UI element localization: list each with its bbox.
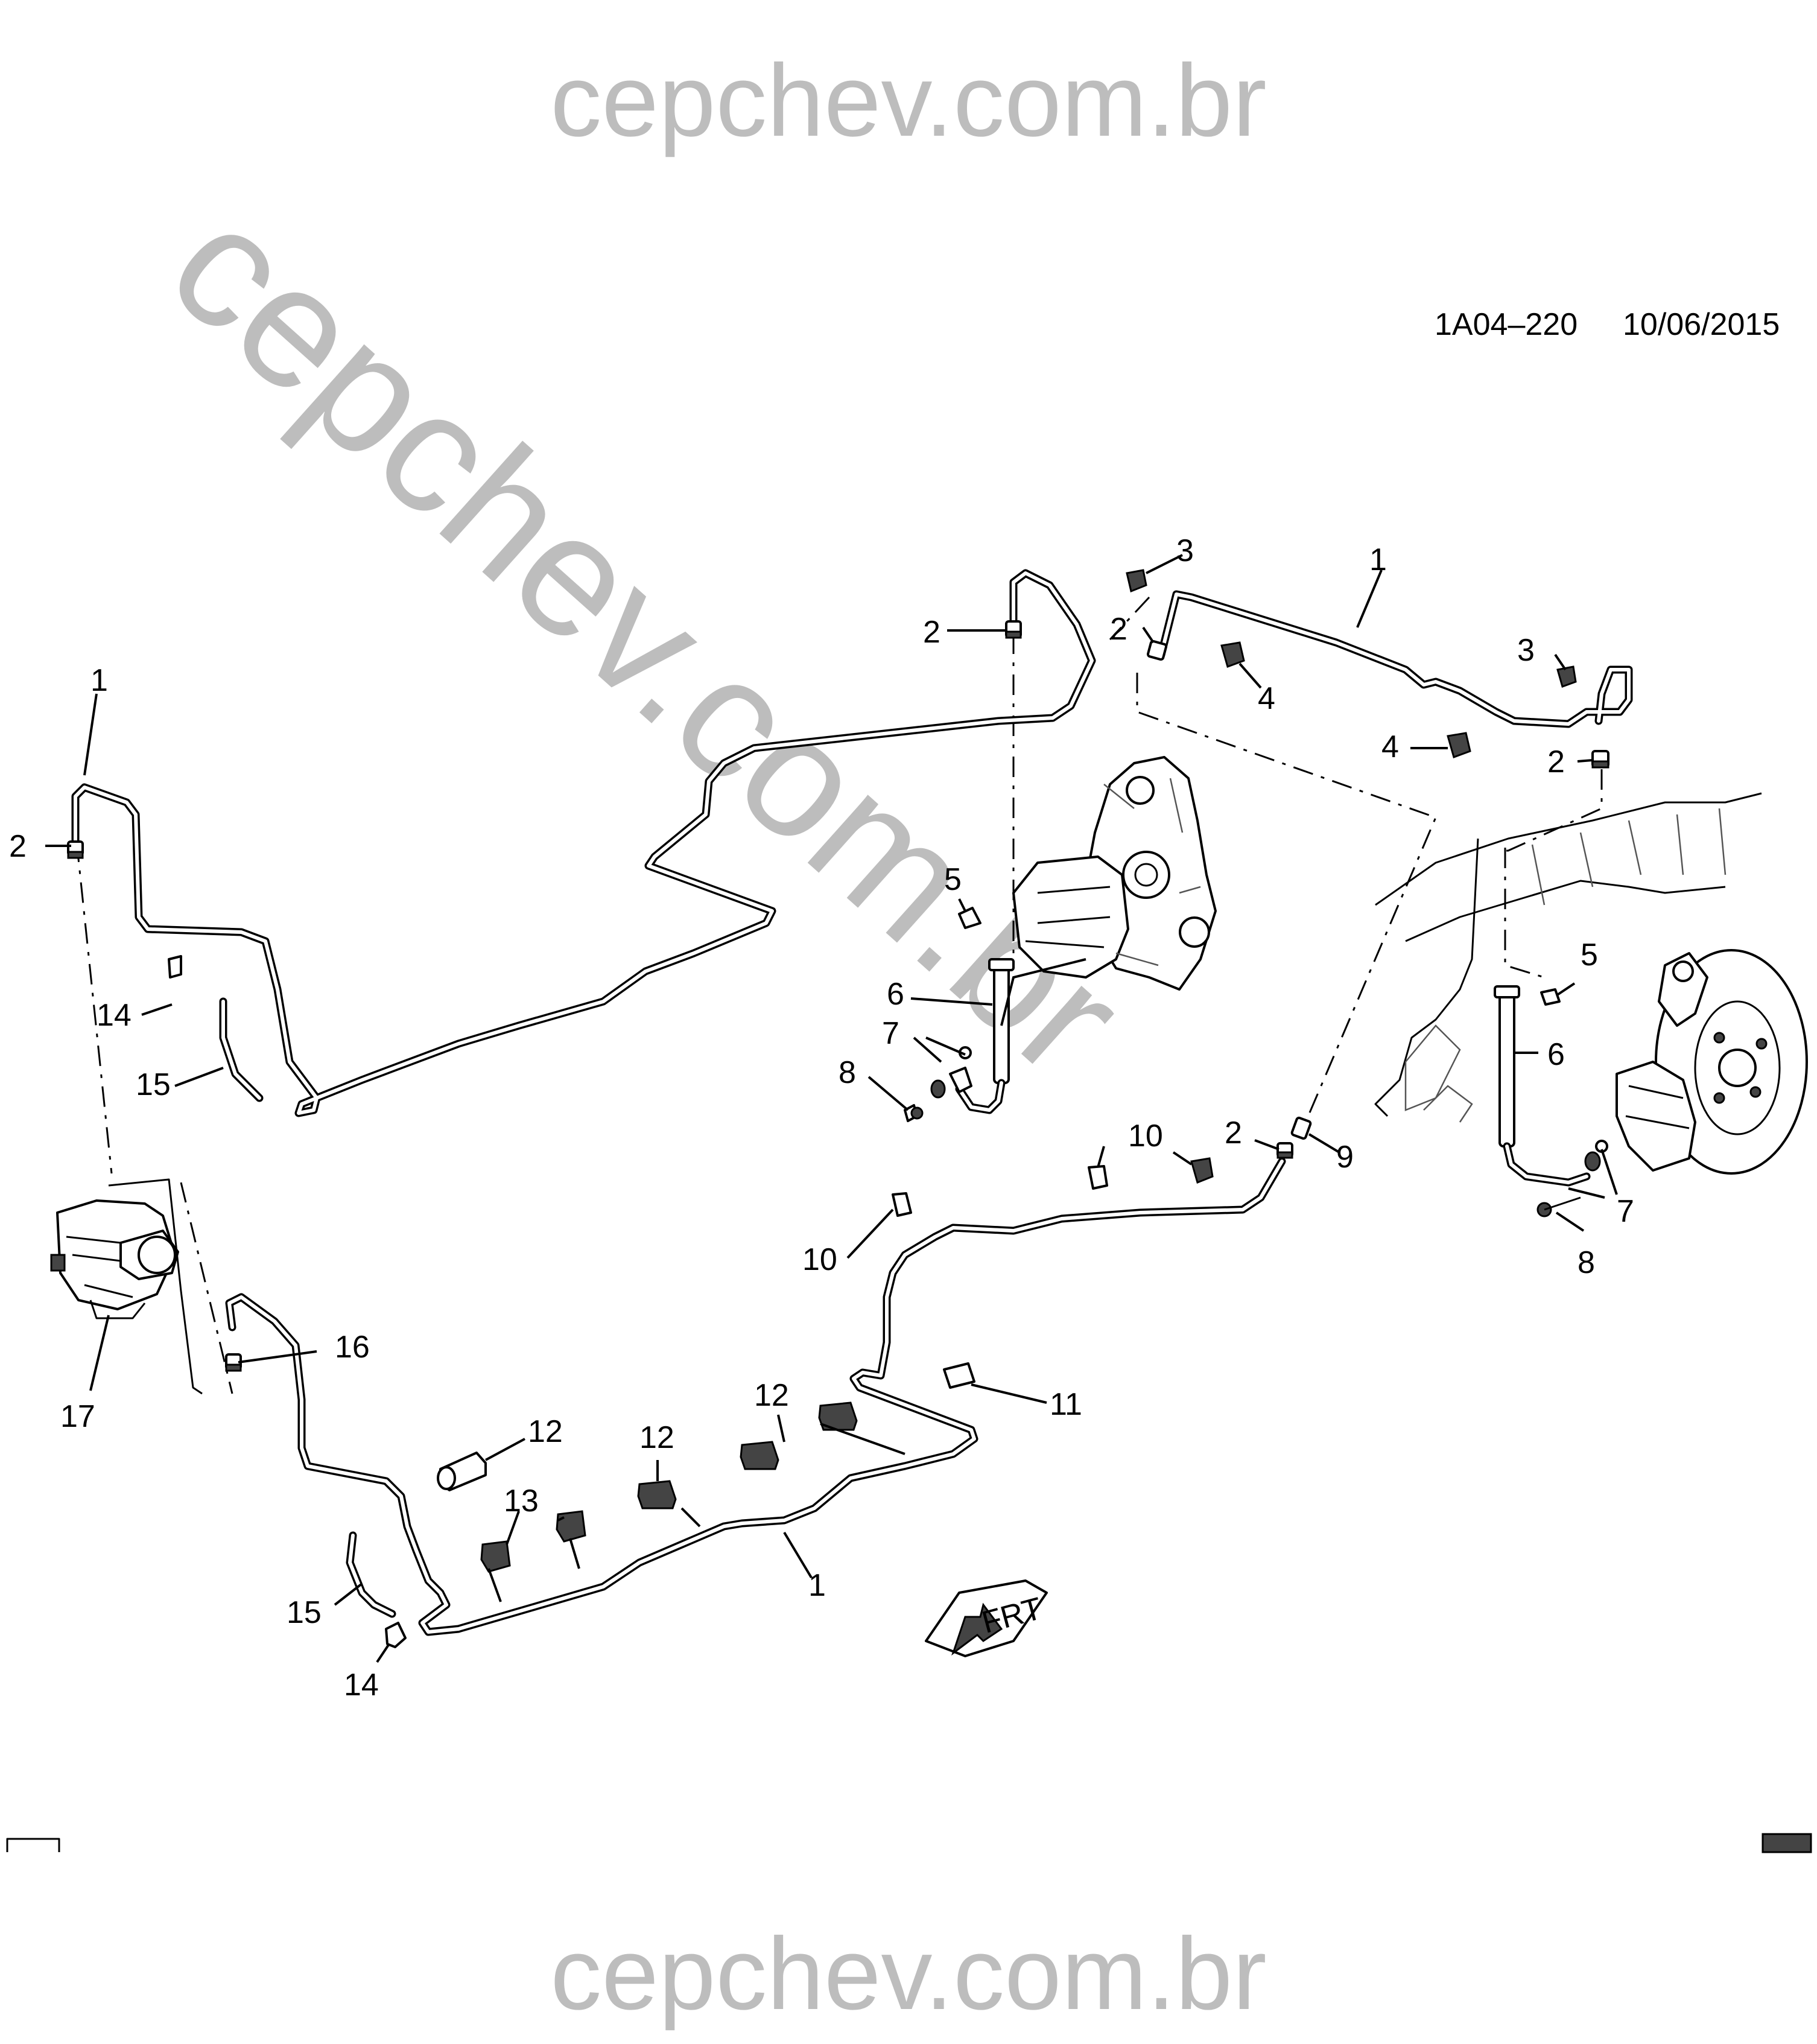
watermark-bottom: cepchev.com.br [550, 1917, 1266, 2031]
clip-12-b [637, 1480, 677, 1509]
diagram-code: 1A04–220 [1435, 307, 1578, 342]
callout-2-left: 2 [9, 829, 27, 864]
fitting-2-lower-right [1276, 1142, 1293, 1159]
clip-14-lower [385, 1622, 407, 1648]
clip-12-c [740, 1441, 779, 1470]
fitting-2-center [1005, 620, 1022, 639]
clip-10-b [1088, 1165, 1108, 1190]
fitting-2-upper-right [1146, 640, 1168, 661]
routing-lines [75, 596, 1603, 1394]
clip-4-a [1220, 641, 1245, 668]
callout-2-upper-right: 2 [1110, 612, 1127, 647]
callout-11: 11 [1050, 1387, 1082, 1422]
clip-13-a [480, 1540, 511, 1573]
callout-1-lower: 1 [808, 1568, 826, 1603]
brake-pipes [71, 569, 1633, 1636]
callout-8-front: 8 [1578, 1245, 1595, 1280]
leader-lines [45, 554, 1618, 1663]
callout-16: 16 [335, 1330, 370, 1365]
callout-5-front: 5 [1581, 938, 1598, 973]
clip-14-upper [168, 955, 182, 979]
clip-12-a [437, 1452, 487, 1491]
callout-labels: 1 1 1 2 2 2 2 2 3 3 4 4 5 5 6 6 7 7 8 8 … [9, 533, 1634, 1703]
callout-12-b: 12 [639, 1420, 674, 1455]
fitting-2-left [67, 840, 84, 859]
callout-15-upper: 15 [136, 1067, 171, 1102]
parts: FRT [50, 569, 1808, 1657]
abs-module [50, 1178, 203, 1395]
callout-6-front: 6 [1547, 1037, 1565, 1072]
callout-2-center: 2 [923, 615, 940, 650]
clip-10-c [1190, 1157, 1214, 1184]
callout-7-front: 7 [1617, 1194, 1634, 1229]
callout-12-c: 12 [754, 1378, 789, 1413]
front-brake-assembly [1374, 792, 1808, 1217]
callout-1-upper-right: 1 [1369, 542, 1387, 577]
diagram-date: 10/06/2015 [1623, 307, 1780, 342]
callout-15-lower: 15 [287, 1595, 322, 1630]
corner-tab-left [6, 1838, 60, 1852]
clip-13-b [556, 1510, 586, 1543]
callout-13: 13 [504, 1484, 539, 1519]
callout-9: 9 [1336, 1140, 1354, 1175]
callout-7-rear: 7 [882, 1016, 899, 1051]
front-arrow-icon: FRT [925, 1579, 1048, 1657]
clip-12-d [818, 1401, 858, 1431]
rear-brake-assembly [904, 756, 1217, 1122]
callout-10-lower: 10 [802, 1242, 837, 1277]
clip-11 [943, 1362, 975, 1389]
fitting-9 [1290, 1116, 1312, 1140]
callout-4-center: 4 [1258, 681, 1275, 716]
fitting-2-right [1591, 750, 1609, 769]
callout-3-right: 3 [1517, 633, 1535, 668]
callout-2-lower-right: 2 [1225, 1116, 1242, 1151]
callout-4-right: 4 [1381, 729, 1399, 764]
fitting-3-center [1126, 569, 1147, 593]
callout-2-right: 2 [1547, 744, 1565, 779]
callout-5-rear: 5 [944, 862, 962, 897]
callout-3-center: 3 [1176, 533, 1194, 568]
callout-1-left: 1 [90, 663, 108, 698]
callout-12-a: 12 [528, 1414, 563, 1449]
callout-6-rear: 6 [887, 977, 904, 1012]
clip-10-a [892, 1192, 912, 1217]
fitting-3-right [1556, 665, 1577, 688]
clip-4-b [1447, 732, 1471, 758]
callout-14-lower: 14 [344, 1668, 379, 1703]
callout-14-upper: 14 [97, 998, 132, 1033]
watermark-top: cepchev.com.br [550, 43, 1266, 158]
callout-17: 17 [60, 1399, 95, 1434]
callout-8-rear: 8 [839, 1055, 856, 1090]
callout-10-upper: 10 [1128, 1119, 1163, 1154]
corner-tab-right [1762, 1833, 1812, 1853]
